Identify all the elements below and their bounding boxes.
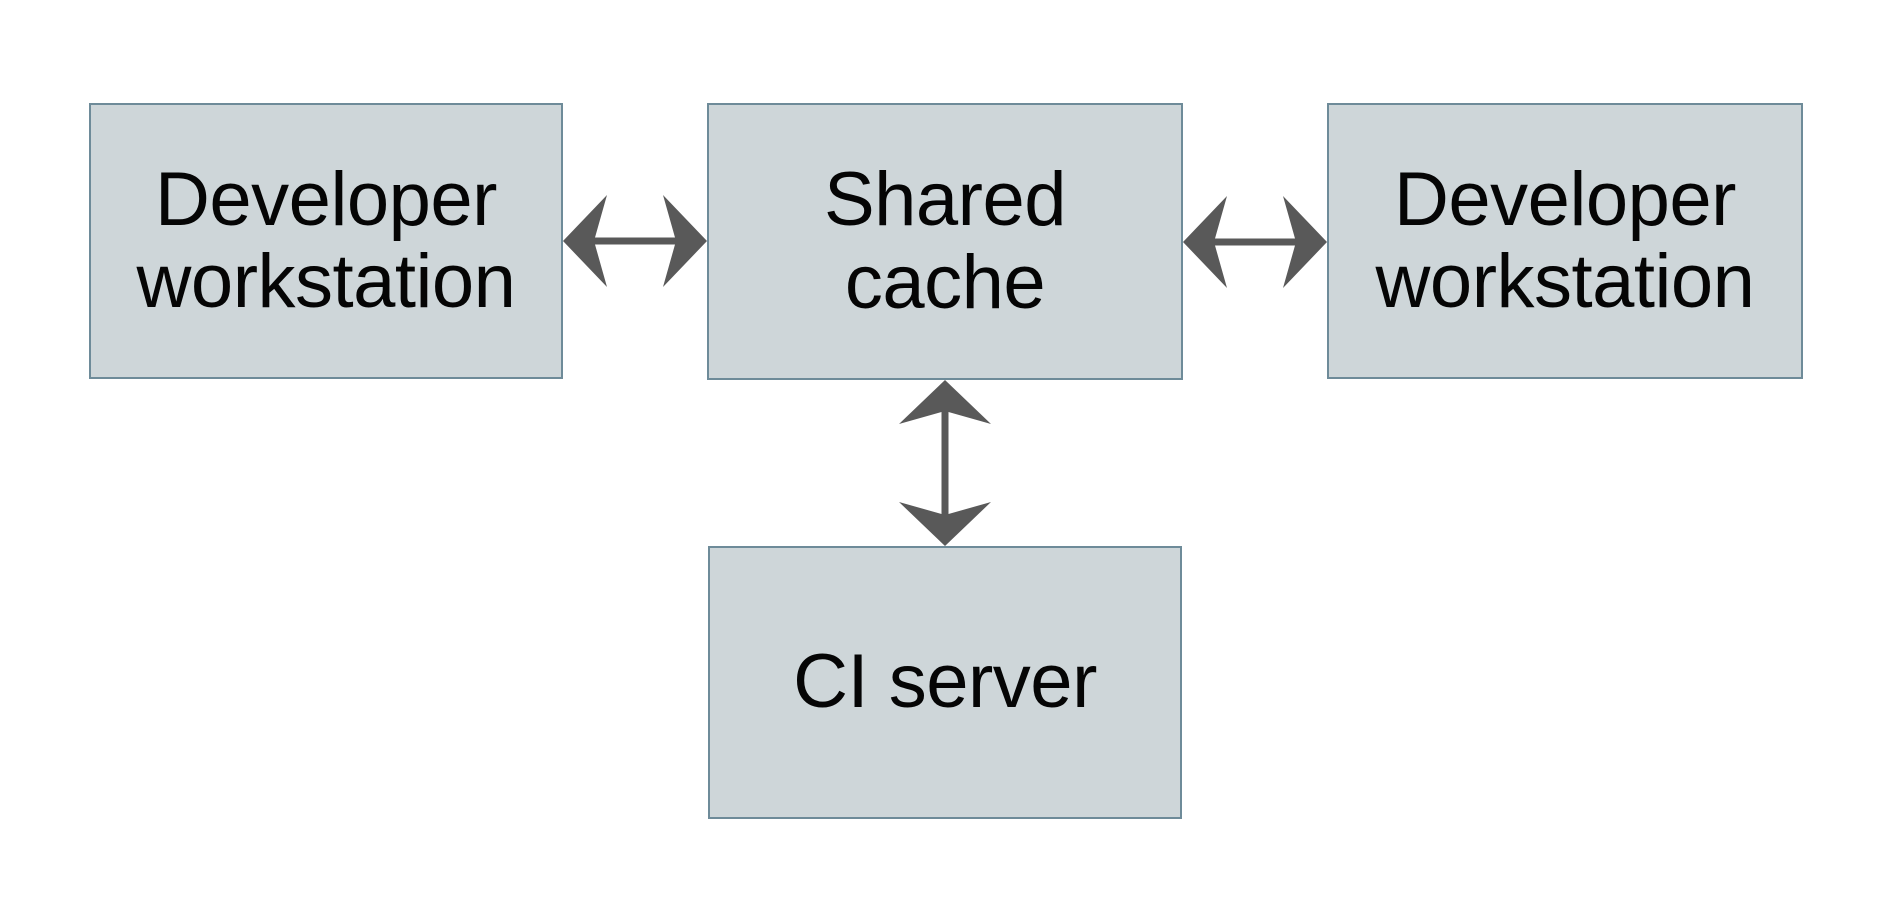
node-label: Developer workstation xyxy=(1375,156,1755,324)
node-ci-server[interactable]: CI server xyxy=(708,546,1182,819)
node-label: Shared cache xyxy=(823,157,1067,325)
node-shared-cache[interactable]: Shared cache xyxy=(707,103,1183,380)
node-developer-workstation-left[interactable]: Developer workstation xyxy=(89,103,563,379)
edge-shared-cache-to-ci-server xyxy=(899,380,991,546)
node-label: Developer workstation xyxy=(136,156,516,324)
edge-left-workstation-to-shared-cache xyxy=(563,195,707,287)
node-label: CI server xyxy=(793,639,1097,725)
edge-shared-cache-to-right-workstation xyxy=(1183,195,1327,288)
node-developer-workstation-right[interactable]: Developer workstation xyxy=(1327,103,1803,379)
